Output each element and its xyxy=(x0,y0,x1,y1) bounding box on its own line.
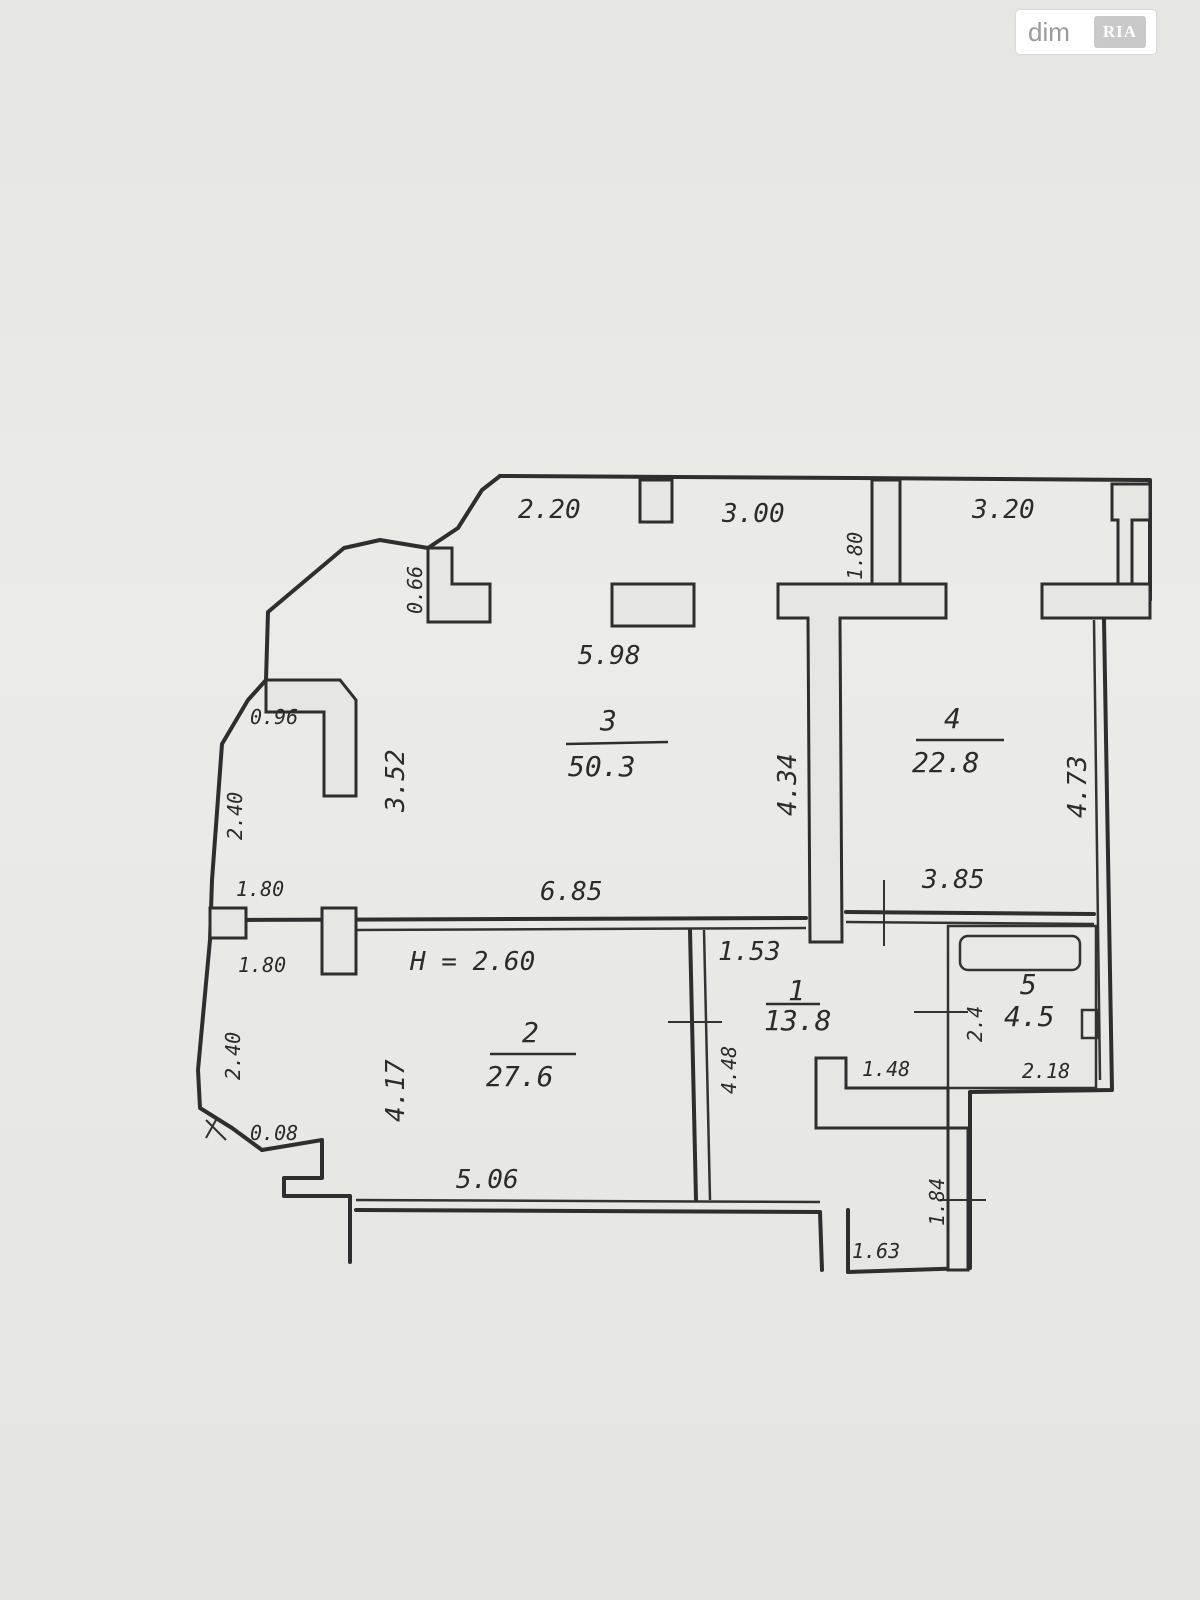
center-column xyxy=(610,582,696,628)
dim-pier-small: 0.66 xyxy=(403,566,427,614)
dim-bay-mid2: 1.80 xyxy=(238,953,286,977)
dim-entry-w: 1.63 xyxy=(852,1239,900,1263)
dim-hall-top: 1.53 xyxy=(718,937,781,967)
room-4-area: 22.8 xyxy=(912,746,979,779)
pier-top-1 xyxy=(638,478,674,524)
partition-3-2-inner xyxy=(355,926,807,932)
dim-room3-height-right: 4.34 xyxy=(773,753,803,816)
dim-ceiling-height: H = 2.60 xyxy=(409,947,535,977)
dim-bath-width: 2.18 xyxy=(1022,1059,1070,1083)
dim-bath-height: 2.4 xyxy=(963,1006,987,1042)
pier-partition xyxy=(320,906,358,976)
dim-top-mid: 3.00 xyxy=(721,499,785,529)
room-4-number: 4 xyxy=(944,702,961,735)
exterior-wall-bay xyxy=(196,474,502,1152)
dim-room3-height-left: 3.52 xyxy=(381,749,411,813)
partition-4-hall xyxy=(844,910,1096,916)
pier-left-edge xyxy=(208,906,248,940)
dim-hall-height: 4.48 xyxy=(717,1046,741,1094)
bathtub xyxy=(958,934,1082,972)
dim-room2-height: 4.17 xyxy=(381,1059,411,1122)
pier-right xyxy=(1040,582,1152,620)
right-column xyxy=(1110,482,1152,586)
dim-room4-height: 4.73 xyxy=(1063,755,1093,818)
tick-5 xyxy=(205,1119,217,1139)
dim-entry-h: 1.84 xyxy=(925,1178,949,1226)
ria-logo-icon: RIA xyxy=(1094,16,1146,48)
step-bottom-left xyxy=(260,1138,352,1264)
room-2-area: 27.6 xyxy=(486,1060,553,1093)
bathroom-wall xyxy=(946,924,1098,1090)
watermark-text: dim xyxy=(1028,16,1070,47)
dim-room3-bottom: 6.85 xyxy=(540,877,603,907)
exterior-wall-right xyxy=(846,618,1114,1274)
partition-2-hall-inner xyxy=(702,929,712,1201)
room-5-area: 4.5 xyxy=(1004,1000,1055,1033)
room-1-number: 1 xyxy=(788,974,805,1007)
dim-bay-left-top: 0.96 xyxy=(250,705,298,729)
room-2-number: 2 xyxy=(522,1016,539,1049)
exterior-wall-bottom-inner xyxy=(355,1198,821,1204)
dim-bay-left-seg2: 2.40 xyxy=(221,1032,245,1080)
dim-hall-bottom: 1.48 xyxy=(862,1057,910,1081)
dim-niche-depth: 1.80 xyxy=(843,532,867,580)
room-5-number: 5 xyxy=(1020,968,1037,1001)
dim-top-right: 3.20 xyxy=(971,495,1035,525)
dim-room3-width: 5.98 xyxy=(578,641,641,671)
tick-4 xyxy=(205,1119,227,1141)
niche-column xyxy=(870,478,902,586)
watermark: dim RIA xyxy=(1016,10,1156,54)
dim-bay-small: 0.08 xyxy=(250,1121,298,1145)
room-3-number: 3 xyxy=(599,704,617,737)
room-1-area: 13.8 xyxy=(764,1004,831,1037)
partition-2-hall xyxy=(688,928,698,1202)
hall-pier xyxy=(814,1056,950,1130)
pier-top-2 xyxy=(426,546,492,624)
dim-bay-mid: 1.80 xyxy=(236,877,284,901)
dim-room4-bottom: 3.85 xyxy=(921,865,985,895)
sink xyxy=(1080,1008,1100,1040)
room-3-area: 50.3 xyxy=(568,750,635,783)
room-3-fraction xyxy=(565,740,669,746)
exterior-wall-bottom xyxy=(354,1208,824,1272)
dim-top-left: 2.20 xyxy=(518,495,581,525)
exterior-wall-right-inner xyxy=(1092,619,1102,1081)
dim-room2-bottom: 5.06 xyxy=(456,1165,519,1195)
dim-bay-left-seg: 2.40 xyxy=(223,792,247,840)
exterior-wall-top xyxy=(498,474,1152,602)
pier-left-l xyxy=(264,678,358,798)
partition-4-hall-inner xyxy=(845,920,1095,926)
t-wall-3-4 xyxy=(776,582,948,944)
